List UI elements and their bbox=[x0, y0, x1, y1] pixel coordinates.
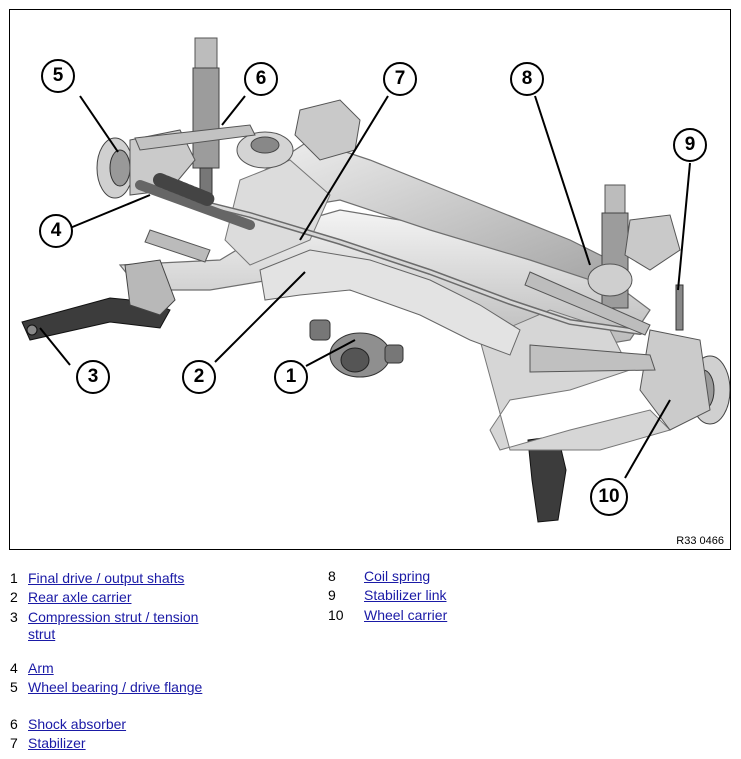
legend-link-compression-strut[interactable]: Compression strut / tension strut bbox=[28, 609, 199, 642]
callout-6: 6 bbox=[244, 62, 278, 96]
legend-item-7: 7 Stabilizer bbox=[10, 735, 86, 751]
legend-link-wheel-carrier[interactable]: Wheel carrier bbox=[364, 607, 448, 623]
legend-link-stabilizer-link[interactable]: Stabilizer link bbox=[364, 587, 447, 603]
right-upper-arm bbox=[524, 271, 651, 336]
legend-link-wheel-bearing[interactable]: Wheel bearing / drive flange bbox=[28, 679, 203, 695]
figure-id: R33 0466 bbox=[674, 535, 726, 547]
right-hub bbox=[639, 329, 730, 431]
legend-link-final-drive[interactable]: Final drive / output shafts bbox=[28, 570, 185, 586]
axle-illustration bbox=[21, 37, 730, 523]
legend-item-3: 3 Compression strut / tension strut bbox=[10, 609, 218, 643]
legend-item-6: 6 Shock absorber bbox=[10, 716, 126, 732]
legend-item-5: 5 Wheel bearing / drive flange bbox=[10, 679, 202, 695]
callout-10: 10 bbox=[590, 478, 628, 516]
callout-1: 1 bbox=[274, 360, 308, 394]
subframe-side-left bbox=[224, 159, 331, 266]
callout-8: 8 bbox=[510, 62, 544, 96]
callout-2: 2 bbox=[182, 360, 216, 394]
legend-item-2: 2 Rear axle carrier bbox=[10, 589, 131, 605]
legend-item-4: 4 Arm bbox=[10, 660, 54, 676]
front-crossmember bbox=[259, 249, 521, 356]
callout-4: 4 bbox=[39, 214, 73, 248]
left-arm bbox=[134, 124, 256, 151]
legend-number: 5 bbox=[10, 679, 18, 695]
legend-link-rear-axle-carrier[interactable]: Rear axle carrier bbox=[28, 589, 132, 605]
legend-item-10: 10 Wheel carrier bbox=[328, 607, 447, 623]
legend-link-arm[interactable]: Arm bbox=[28, 660, 54, 676]
legend-link-shock-absorber[interactable]: Shock absorber bbox=[28, 716, 127, 732]
legend-number: 7 bbox=[10, 735, 18, 751]
legend-item-1: 1 Final drive / output shafts bbox=[10, 570, 184, 586]
legend-item-9: 9 Stabilizer link bbox=[328, 587, 446, 603]
legend-number: 10 bbox=[328, 607, 344, 623]
right-arm bbox=[529, 344, 656, 373]
legend-number: 3 bbox=[10, 609, 18, 625]
stabilizer-link-shape bbox=[675, 284, 684, 331]
callout-9: 9 bbox=[673, 128, 707, 162]
legend-number: 9 bbox=[328, 587, 336, 603]
left-driveshaft bbox=[135, 180, 255, 230]
callout-5: 5 bbox=[41, 59, 75, 93]
legend-number: 1 bbox=[10, 570, 18, 586]
right-upper-mount bbox=[624, 214, 681, 271]
legend-link-coil-spring[interactable]: Coil spring bbox=[364, 568, 431, 584]
legend-number: 8 bbox=[328, 568, 336, 584]
callout-7: 7 bbox=[383, 62, 417, 96]
legend-link-stabilizer[interactable]: Stabilizer bbox=[28, 735, 86, 751]
exploded-diagram: 1 2 3 4 5 6 7 8 9 10 R33 0466 bbox=[9, 9, 731, 550]
left-lower-arm bbox=[144, 229, 211, 263]
legend-number: 2 bbox=[10, 589, 18, 605]
legend-item-8: 8 Coil spring bbox=[328, 568, 430, 584]
subframe-side-right bbox=[479, 309, 671, 451]
leader-lines bbox=[39, 95, 691, 479]
legend-number: 4 bbox=[10, 660, 18, 676]
left-strut bbox=[21, 297, 171, 341]
callout-3: 3 bbox=[76, 360, 110, 394]
final-drive-shape bbox=[309, 319, 404, 378]
legend-number: 6 bbox=[10, 716, 18, 732]
right-spring-seat bbox=[587, 263, 633, 297]
